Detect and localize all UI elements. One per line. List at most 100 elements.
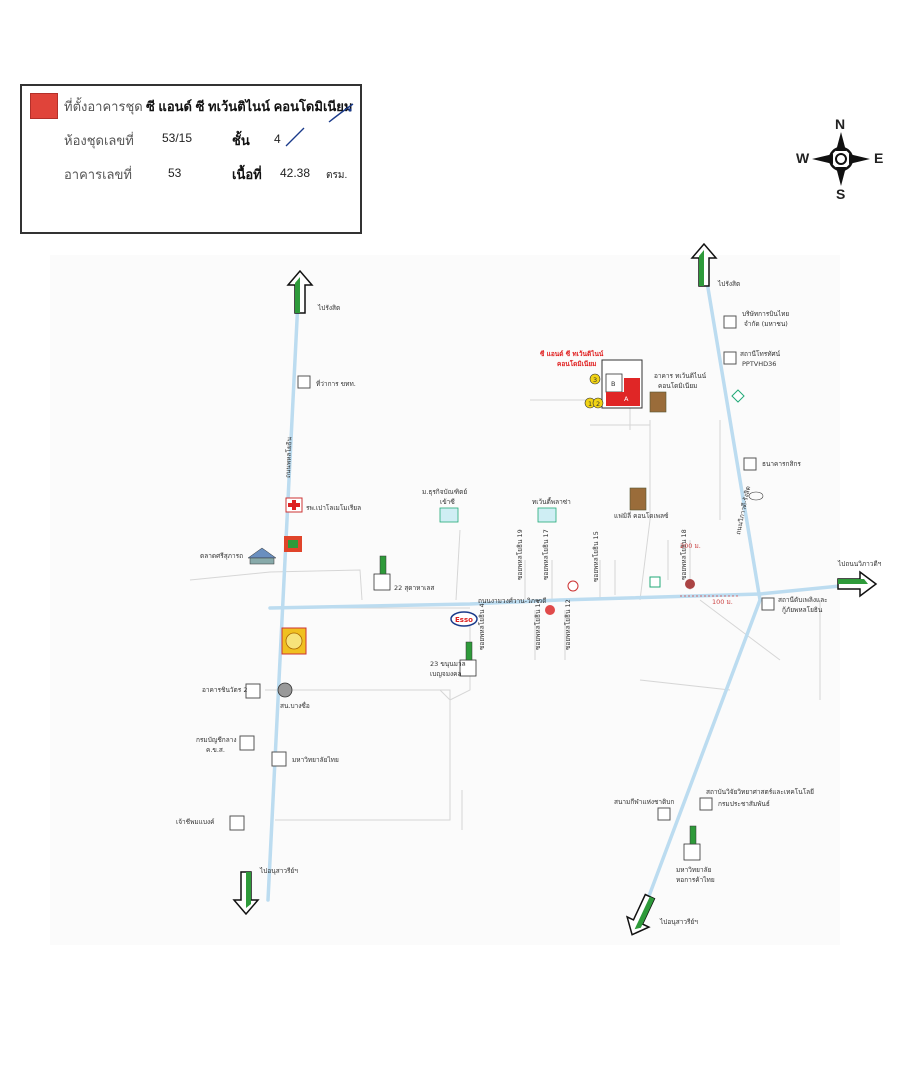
l-bldg-2: อาคารชินวัตร 2: [202, 686, 247, 694]
horizontal-road-name: ถนนงามวงศ์วาน-วิภาวดี: [478, 597, 546, 605]
condo-green-icon: [629, 487, 647, 511]
school-icon: [373, 555, 391, 591]
university-icon: [439, 507, 459, 523]
l-power: สถานีดับเพลิงและ: [778, 596, 828, 604]
landmark-box: [297, 375, 311, 389]
right-vertical-road: [638, 268, 762, 922]
project-side-2: คอนโดมิเนียม: [658, 382, 697, 390]
project-location: ซี แอนด์ ซี ทเว้นติไนน์ คอนโดมิเนียม B A…: [540, 349, 707, 413]
l-uni-bottom-2: หอการค้าไทย: [676, 876, 715, 884]
arrow-up-right-icon: [690, 242, 718, 287]
hospital-icon: [285, 497, 303, 513]
left-road-name: ถนนพหลโยธิน: [284, 436, 293, 478]
landmark-box: [723, 315, 737, 329]
landmark-box: [229, 815, 245, 831]
dir-left-top: ไปรังสิต: [317, 304, 340, 312]
unit-value: 53/15: [162, 131, 193, 145]
landmark-box: [239, 735, 255, 751]
l-condo-green: แฟมิลี่ คอนโดเพลซ์: [614, 511, 669, 520]
area-label: เนื้อที่: [232, 167, 262, 182]
l-uni-bottom: มหาวิทยาลัย: [676, 866, 712, 874]
l-university: ม.ธุรกิจบัณฑิตย์: [422, 488, 467, 496]
floor-value: 4: [274, 132, 281, 146]
school-icon: [459, 641, 477, 677]
l-soi-6: ซอยพหลโยธิน 12: [564, 599, 572, 650]
landmark-box: [761, 597, 775, 611]
building-label: อาคารเลขที่: [64, 167, 132, 182]
location-label: ที่ตั้งอาคารชุด: [64, 99, 143, 114]
compass-north: N: [835, 116, 846, 132]
bank-icon: [748, 491, 764, 501]
condo-building-icon: [649, 391, 667, 413]
landmark-box: [657, 807, 671, 821]
horizontal-road: [268, 583, 852, 610]
l-school-22: 22 สุดาหาเลส: [394, 584, 434, 592]
l-station-2: PPTVHD36: [742, 360, 776, 368]
l-post: กรมบัญชีกลาง: [196, 736, 237, 744]
compass-south: S: [836, 186, 846, 202]
l-hall: สถาบันวิจัยวิทยาศาสตร์และเทคโนโลยี: [706, 788, 814, 796]
l-dist-1: 200 ม.: [680, 542, 701, 550]
arrow-east-icon: [837, 570, 878, 598]
l-market: ตลาดศรีสุภารถ: [200, 552, 243, 560]
compass-star-icon: [812, 132, 870, 186]
compass-east: E: [874, 150, 884, 166]
l-hall-2: กรมประชาสัมพันธ์: [718, 800, 770, 808]
l-soi-2: ซอยพหลโยธิน 17: [542, 529, 550, 580]
l-khanom: 23 ขนุนมาล: [430, 660, 466, 668]
l-park: เจ้าชีพมแบงค์: [176, 818, 215, 826]
legend-red-swatch: [30, 93, 58, 119]
num-3: 3: [593, 376, 597, 384]
building-value: 53: [168, 166, 182, 180]
dir-right-bottom: ไปอนุสาวรีย์ฯ: [659, 918, 698, 926]
project-title-1: ซี แอนด์ ซี ทเว้นติไนน์: [540, 349, 604, 358]
police-icon: [277, 682, 293, 698]
l-bank: ธนาคารกสิกร: [762, 460, 801, 468]
landmark-box: [245, 683, 261, 699]
main-roads: [266, 268, 852, 922]
area-unit: ตรม.: [326, 170, 348, 181]
project-name: ซี แอนด์ ซี ทเว้นติไนน์ คอนโดมิเนียม: [146, 99, 353, 114]
shop-icon: [545, 605, 555, 615]
project-side-1: อาคาร ทเว้นติไนน์: [654, 372, 707, 380]
shop-icon: [567, 580, 579, 592]
esso-label: Esso: [455, 616, 473, 624]
num-2: 2: [596, 400, 600, 408]
pen-mark-icon: [285, 127, 305, 147]
landmark-box: [271, 751, 287, 767]
block-a: A: [624, 395, 629, 403]
landmark-box: [699, 797, 713, 811]
landmark-box: [723, 351, 737, 365]
l-hospital: รพ.เปาโลเมโมเรียล: [306, 504, 361, 512]
pen-mark-icon: [328, 103, 354, 123]
l-station: สถานีโทรทัศน์: [740, 350, 781, 358]
l-power-2: กู้ภัยพหลโยธิน: [782, 606, 823, 614]
area-value: 42.38: [280, 166, 311, 180]
num-1: 1: [588, 400, 592, 408]
l-air: บริษัทการบินไทย: [742, 310, 789, 318]
l-deaf: มหาวิทยาลัยไทย: [292, 756, 339, 764]
l-post-2: ค.ข.ส.: [206, 746, 225, 754]
store-inner: [288, 540, 298, 548]
l-soi-5: ซอยพหลโยธิน 14: [534, 599, 542, 650]
floor-label: ชั้น: [232, 133, 250, 148]
marker-3-icon: [589, 373, 601, 385]
l-dist-2: 100 ม.: [712, 598, 733, 606]
marker-2-icon: [592, 397, 604, 409]
l-air-2: จำกัด (มหาชน): [744, 320, 788, 328]
arrow-down-right-icon: [625, 893, 656, 936]
shop-icon: [685, 579, 695, 589]
l-kabbaansakha: ที่ว่าการ ขทท.: [316, 379, 356, 388]
block-b: B: [611, 380, 615, 388]
compass-west: W: [796, 150, 810, 166]
dir-left-bottom: ไปอนุสาวรีย์ฯ: [259, 867, 298, 875]
esso-icon: Esso: [450, 611, 478, 627]
minor-roads: [189, 399, 821, 830]
l-soi-4: ซอยพหลโยธิน 18: [680, 529, 688, 580]
l-temple: สน.บางซื่อ: [280, 701, 310, 710]
left-vertical-road: [266, 298, 300, 902]
l-stadium: สนามกีฬาแห่งชาติบก: [614, 798, 674, 806]
l-soi-3: ซอยพหลโยธิน 15: [592, 531, 600, 582]
property-info-box: ที่ตั้งอาคารชุด ซี แอนด์ ซี ทเว้นติไนน์ …: [20, 84, 362, 234]
